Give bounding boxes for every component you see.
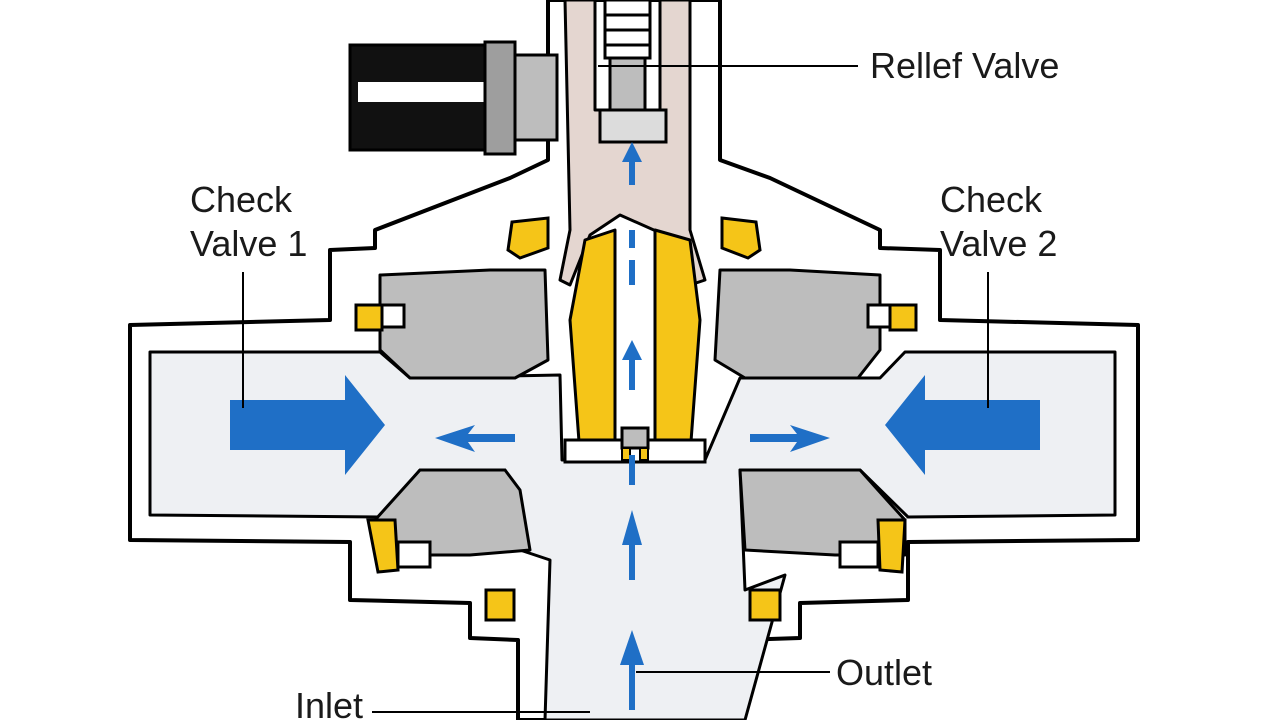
seal-mid-right <box>888 303 918 332</box>
seal-bottom-right <box>748 588 782 622</box>
inlet-flow-arrow-left <box>230 375 385 475</box>
check-valve-2-label-line2: Valve 2 <box>940 223 1057 264</box>
right-upper-body <box>713 268 882 380</box>
relief-poppet <box>608 56 647 115</box>
seal-lower-right <box>876 518 907 574</box>
plunger-tip <box>620 426 650 450</box>
seal-top-right <box>720 216 762 260</box>
down-flow-arrows <box>620 142 644 710</box>
connector-nut <box>483 40 517 156</box>
check-valve-2-label-line1: Check <box>940 179 1043 220</box>
central-plunger-right <box>653 228 702 457</box>
inlet-label: Inlet <box>295 685 363 720</box>
small-arrow-right <box>750 425 830 452</box>
outlet-label: Outlet <box>836 652 932 693</box>
left-upper-body <box>378 268 550 380</box>
seal-mid-left <box>354 303 384 332</box>
seal-top-left <box>506 216 550 260</box>
check-valve-1-label-line2: Valve 1 <box>190 223 307 264</box>
seal-bottom-left <box>484 588 516 622</box>
small-arrow-left <box>435 425 515 452</box>
seal-lower-left <box>366 518 400 574</box>
check-valve-1-label-line1: Check <box>190 179 293 220</box>
inlet-flow-arrow-right <box>885 375 1040 475</box>
relief-valve-label: Rellef Valve <box>870 45 1059 86</box>
relief-cap <box>598 108 668 144</box>
right-lower-body <box>738 468 907 557</box>
